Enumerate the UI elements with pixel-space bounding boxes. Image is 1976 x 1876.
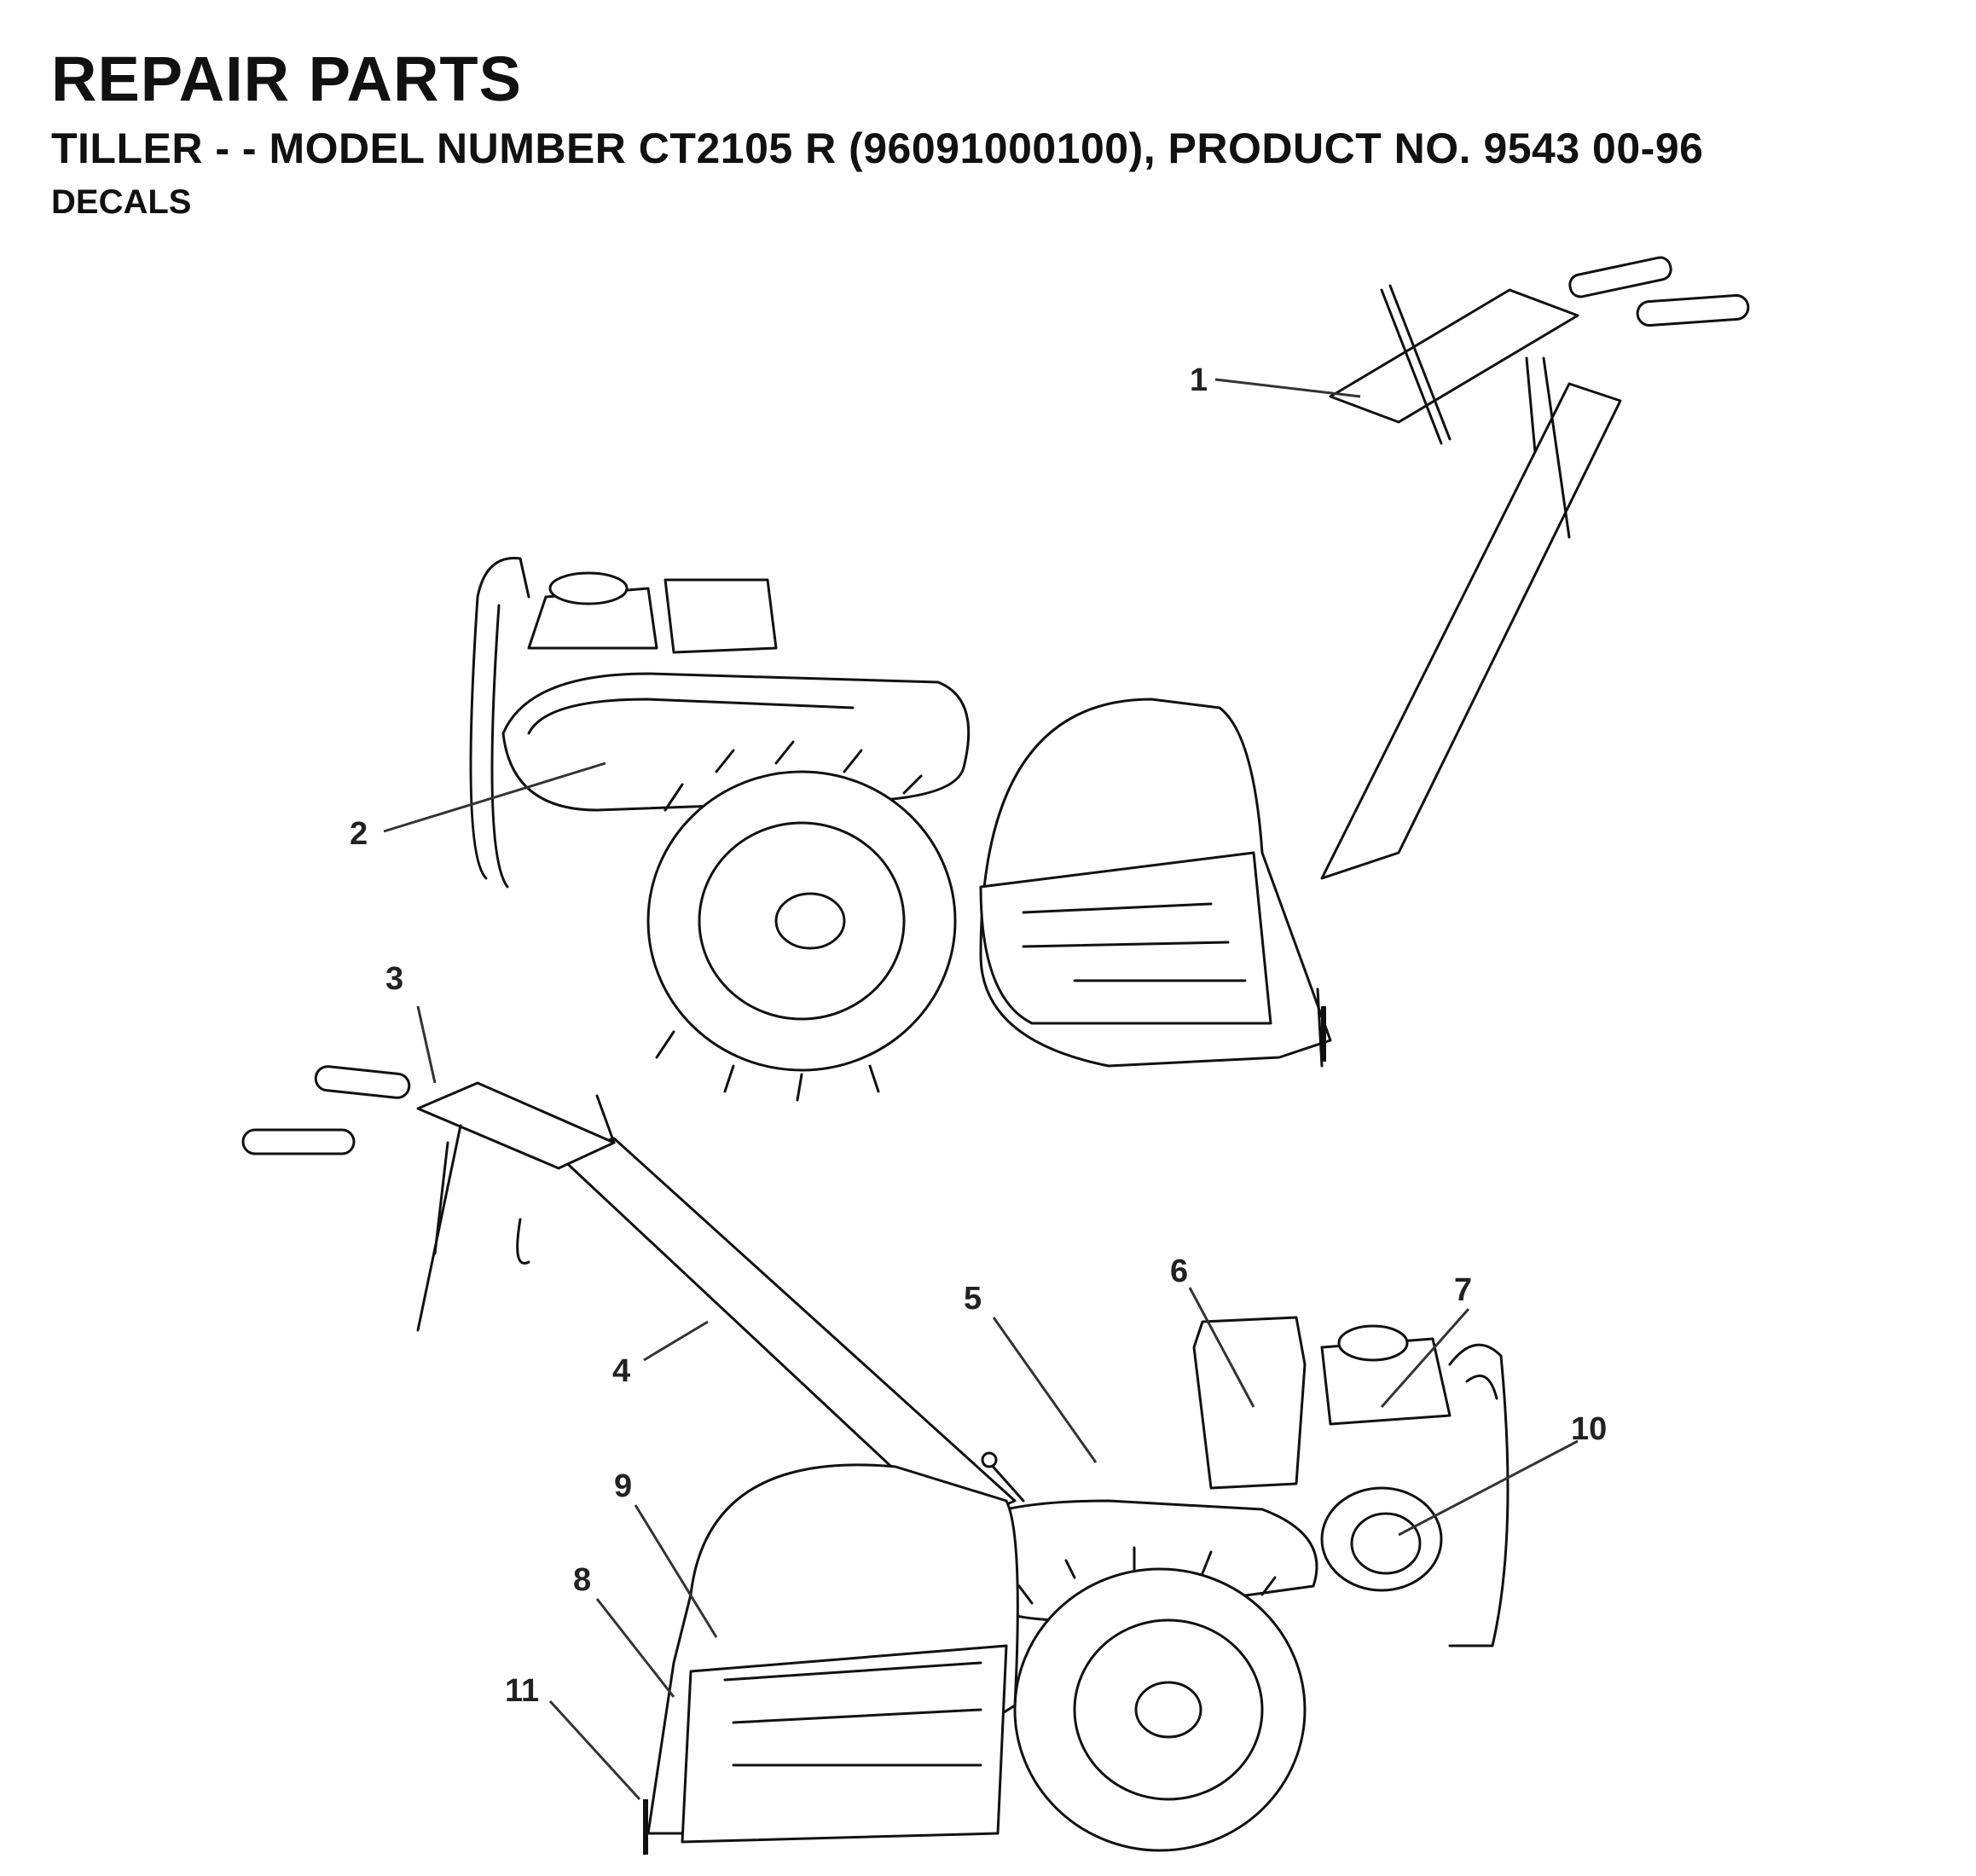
callout-11: 11 <box>505 1673 641 1801</box>
handle-tube-top <box>1320 382 1622 880</box>
callout-8: 8 <box>573 1562 675 1698</box>
grip-upper-bottom <box>314 1065 411 1099</box>
callout-label: 6 <box>1170 1254 1188 1289</box>
callout-label: 1 <box>1190 362 1208 398</box>
front-bumper-top <box>469 557 530 880</box>
callout-1: 1 <box>1190 362 1361 398</box>
callout-label: 9 <box>614 1468 632 1504</box>
fuel-tank-bottom <box>1192 1316 1307 1490</box>
tiller-bottom-view <box>241 1065 1510 1855</box>
callout-label: 11 <box>505 1673 539 1709</box>
callout-label: 2 <box>350 816 368 852</box>
grip-upper-top <box>1568 256 1672 298</box>
grip-lower-bottom <box>241 1128 356 1155</box>
model-subtitle: TILLER - - MODEL NUMBER CT2105 R (960910… <box>51 124 1704 172</box>
callout-6: 6 <box>1170 1254 1255 1408</box>
callout-3: 3 <box>385 961 437 1084</box>
callout-10: 10 <box>1398 1411 1607 1537</box>
air-cleaner-top <box>663 578 778 654</box>
callout-5: 5 <box>964 1281 1098 1463</box>
callout-label: 4 <box>612 1353 630 1389</box>
section-label: DECALS <box>51 183 192 221</box>
callout-label: 8 <box>573 1562 591 1598</box>
wheel-top <box>646 770 957 1072</box>
callout-label: 7 <box>1454 1272 1472 1308</box>
depth-bar-top <box>1380 288 1443 445</box>
front-bumper-bottom <box>1448 1343 1510 1647</box>
callout-7: 7 <box>1380 1272 1472 1408</box>
recoil-starter <box>1320 1486 1443 1592</box>
callout-label: 3 <box>385 961 403 997</box>
grip-lower-top <box>1636 293 1750 327</box>
tine-shield-bottom <box>681 1644 1008 1844</box>
wheel-bottom <box>1013 1567 1307 1852</box>
handle-crossbar-top <box>1329 288 1579 424</box>
tiller-top-view <box>469 256 1750 1102</box>
callout-9: 9 <box>614 1468 718 1638</box>
callout-2: 2 <box>350 761 606 852</box>
callout-label: 10 <box>1571 1411 1607 1447</box>
callout-4: 4 <box>612 1320 709 1389</box>
engine-block-top <box>527 587 658 650</box>
callout-label: 5 <box>964 1281 982 1317</box>
page-title: REPAIR PARTS <box>51 43 522 114</box>
